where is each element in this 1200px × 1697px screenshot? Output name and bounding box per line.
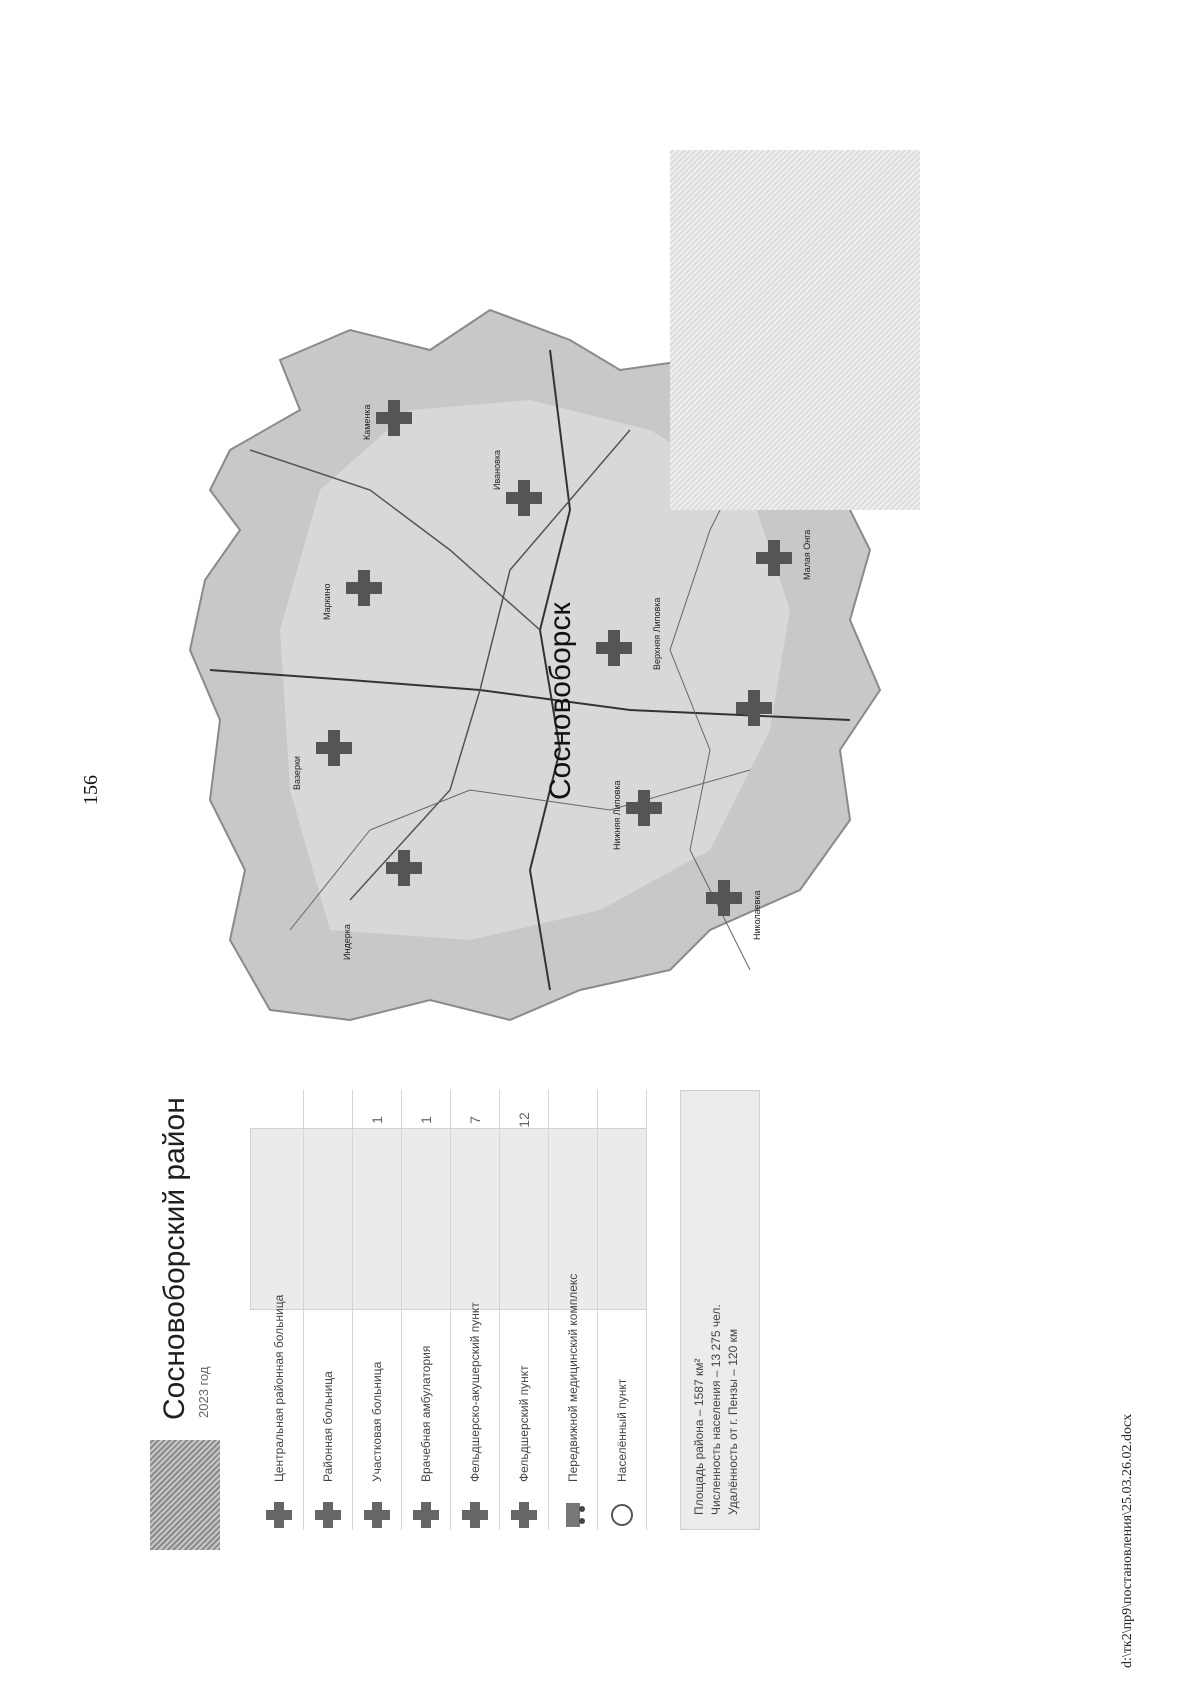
settlement-label: Малая Онга bbox=[802, 530, 812, 580]
hospital-cross-icon bbox=[313, 1500, 343, 1530]
legend-item: Участковая больница 1 bbox=[353, 1090, 402, 1530]
facility-marker bbox=[626, 790, 662, 826]
circle-icon bbox=[607, 1500, 637, 1530]
facility-marker bbox=[596, 630, 632, 666]
settlement-label: Ивановка bbox=[492, 450, 502, 490]
legend-label: Районная больница bbox=[321, 1371, 335, 1482]
legend-item: Фельдшерско-акушерский пункт 7 bbox=[451, 1090, 500, 1530]
settlement-label: Каменка bbox=[362, 404, 372, 440]
settlement-label: Верхняя Липовка bbox=[652, 598, 662, 670]
road bbox=[349, 429, 631, 901]
facility-marker bbox=[506, 480, 542, 516]
hospital-cross-icon bbox=[411, 1500, 441, 1530]
hospital-cross-icon bbox=[362, 1500, 392, 1530]
info-distance: Удалённость от г. Пензы – 120 км bbox=[726, 1328, 740, 1515]
page-title: Сосновоборский район bbox=[158, 1097, 191, 1420]
settlement-label: Нижняя Липовка bbox=[612, 781, 622, 851]
facility-marker bbox=[386, 850, 422, 886]
city-label: Сосновоборск bbox=[544, 602, 577, 800]
facility-marker bbox=[736, 690, 772, 726]
hospital-cross-icon bbox=[509, 1500, 539, 1530]
settlement-label: Николаевка bbox=[752, 890, 762, 940]
info-population: Численность населения – 13 275 чел. bbox=[709, 1304, 723, 1515]
legend-label: Фельдшерско-акушерский пункт bbox=[468, 1302, 482, 1482]
settlement-label: Вазерки bbox=[292, 756, 302, 790]
legend-count: 7 bbox=[467, 1116, 483, 1124]
legend-item: Врачебная амбулатория 1 bbox=[402, 1090, 451, 1530]
legend-label: Центральная районная больница bbox=[272, 1294, 286, 1482]
map-sheet: Сосновоборский район 2023 год Центральна… bbox=[150, 110, 950, 1550]
hospital-cross-icon bbox=[460, 1500, 490, 1530]
district-inner-area bbox=[280, 400, 790, 940]
district-info: Площадь района – 1587 км² Численность на… bbox=[680, 1090, 760, 1530]
page-subtitle: 2023 год bbox=[196, 1366, 211, 1418]
road bbox=[528, 349, 572, 991]
legend: Центральная районная больница Районная б… bbox=[255, 1090, 647, 1530]
hospital-cross-icon bbox=[264, 1500, 294, 1530]
legend-count: 1 bbox=[418, 1116, 434, 1124]
facility-marker bbox=[706, 880, 742, 916]
settlement-label: Индерка bbox=[342, 924, 352, 960]
map-inset-panel bbox=[670, 150, 920, 510]
legend-item: Фельдшерский пункт 12 bbox=[500, 1090, 549, 1530]
legend-item: Передвижной медицинский комплекс bbox=[549, 1090, 598, 1530]
facility-marker bbox=[376, 400, 412, 436]
page-number: 156 bbox=[80, 775, 102, 805]
info-area: Площадь района – 1587 км² bbox=[692, 1358, 706, 1515]
road bbox=[249, 449, 541, 631]
facility-marker bbox=[316, 730, 352, 766]
legend-label: Передвижной медицинский комплекс bbox=[566, 1273, 580, 1482]
river bbox=[289, 769, 751, 931]
legend-label: Фельдшерский пункт bbox=[517, 1365, 531, 1482]
legend-count: 1 bbox=[369, 1116, 385, 1124]
legend-label: Участковая больница bbox=[370, 1361, 384, 1482]
legend-count: 12 bbox=[516, 1112, 532, 1128]
legend-item: Центральная районная больница bbox=[255, 1090, 304, 1530]
settlement-label: Маркино bbox=[322, 583, 332, 620]
legend-item: Районная больница bbox=[304, 1090, 353, 1530]
river bbox=[669, 409, 771, 971]
legend-item: Населённый пункт bbox=[598, 1090, 647, 1530]
legend-label: Врачебная амбулатория bbox=[419, 1345, 433, 1482]
legend-label: Населённый пункт bbox=[615, 1378, 629, 1482]
facility-marker bbox=[756, 540, 792, 576]
facility-marker bbox=[346, 570, 382, 606]
footer-path: d:\тк2\пр9\постановления\25.03.26.02.doc… bbox=[1120, 1413, 1135, 1668]
region-logo bbox=[150, 1440, 220, 1550]
mobile-unit-icon bbox=[558, 1500, 588, 1530]
